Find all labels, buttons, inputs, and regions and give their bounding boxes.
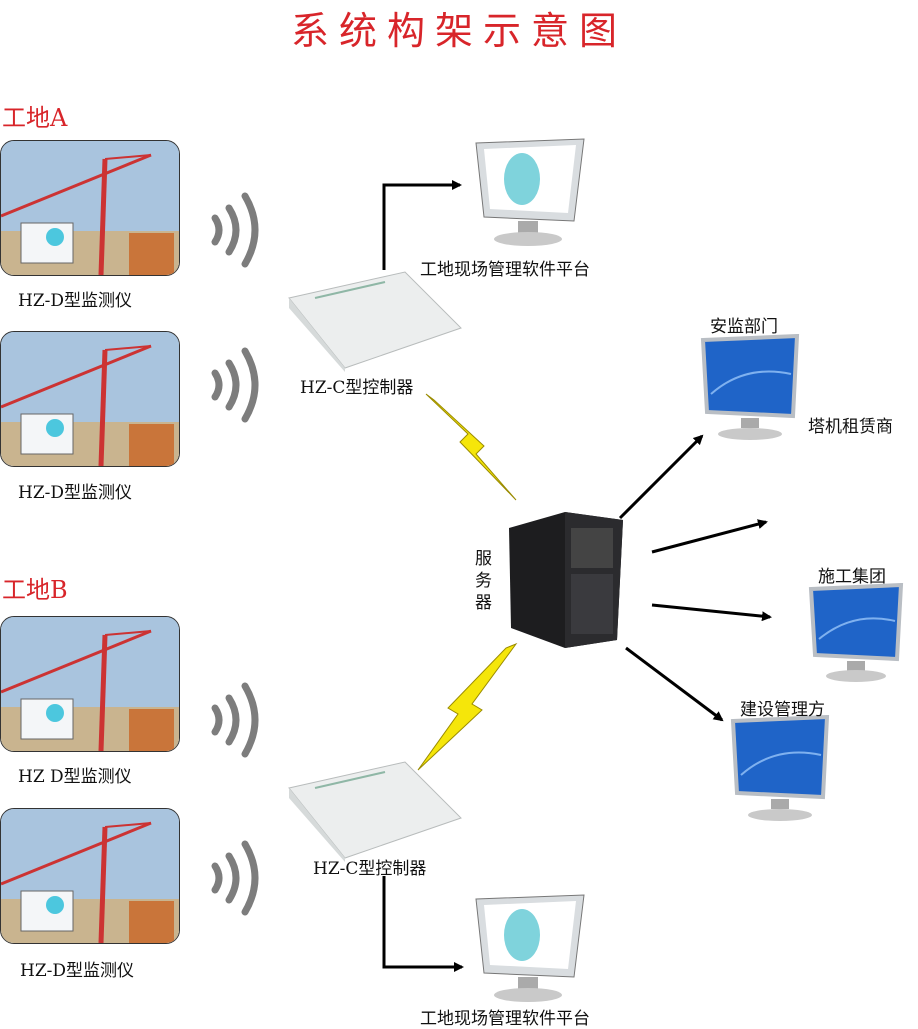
- crane-monitor-image: [0, 140, 180, 276]
- controller-device: [288, 761, 462, 862]
- crane-monitor-image: [0, 808, 180, 944]
- wireless-signal-icon: [211, 347, 259, 423]
- controller-device: [288, 271, 462, 372]
- server-tower: [509, 512, 623, 648]
- device-label: HZ-D型监测仪: [18, 483, 133, 503]
- controller-label: HZ-C型控制器: [313, 859, 427, 879]
- platform-label: 工地现场管理软件平台: [420, 260, 590, 280]
- destination-label: 塔机租赁商: [808, 417, 893, 437]
- platform-monitor: [475, 138, 585, 246]
- controller-label: HZ-C型控制器: [300, 378, 414, 398]
- platform-monitor: [475, 894, 585, 1002]
- destination-label: 建设管理方: [740, 700, 825, 720]
- crane-monitor-image: [0, 331, 180, 467]
- destination-label: 施工集团: [818, 567, 886, 587]
- site-b-title: 工地B: [2, 576, 68, 604]
- destination-monitor: [730, 715, 830, 821]
- device-label: HZ D型监测仪: [18, 767, 132, 787]
- wireless-signal-icon: [211, 682, 259, 758]
- device-label: HZ-D型监测仪: [18, 291, 133, 311]
- wireless-signal-icon: [211, 192, 259, 268]
- lightning-icon: [417, 642, 518, 771]
- crane-monitor-image: [0, 616, 180, 752]
- destination-monitor: [700, 334, 800, 440]
- diagram-title: 系统构架示意图: [290, 9, 627, 53]
- destination-monitor: [808, 583, 904, 682]
- destination-label: 安监部门: [710, 317, 778, 337]
- site-a-title: 工地A: [2, 104, 68, 132]
- lightning-icon: [425, 393, 517, 501]
- device-label: HZ-D型监测仪: [20, 961, 135, 981]
- server-label: 服 务 器: [475, 549, 492, 613]
- wireless-signal-icon: [211, 840, 259, 916]
